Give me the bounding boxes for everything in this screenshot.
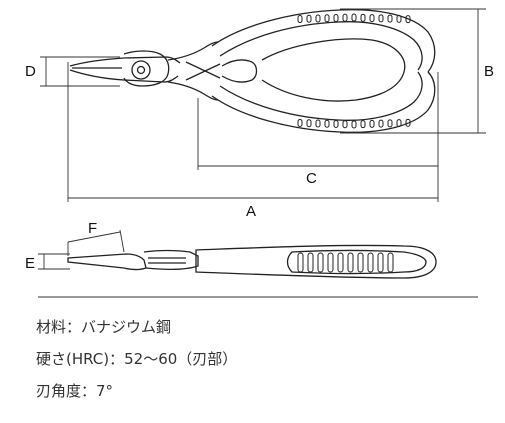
grip-slot-lower bbox=[360, 120, 366, 129]
pliers-side-view bbox=[67, 244, 437, 279]
grip-slot-side bbox=[307, 252, 314, 273]
grip-slot-upper bbox=[297, 15, 303, 24]
grip-slot-side bbox=[377, 252, 384, 273]
grip-slot-lower bbox=[387, 119, 393, 128]
upper-handle-outer bbox=[211, 9, 436, 73]
grip-slot-upper bbox=[324, 14, 330, 23]
grip-slot-lower bbox=[405, 118, 411, 127]
cross-arm-a bbox=[185, 61, 221, 79]
side-head-detail bbox=[148, 257, 186, 264]
grip-slot-lower bbox=[297, 118, 303, 127]
grip-slot-lower bbox=[333, 120, 339, 129]
side-handle-inner bbox=[286, 249, 427, 275]
dim-label-f: F bbox=[88, 220, 97, 237]
jaw-lower bbox=[69, 69, 179, 83]
grip-slot-side bbox=[347, 252, 354, 273]
grip-slot-side bbox=[387, 252, 394, 273]
dim-label-b: B bbox=[484, 63, 494, 80]
grip-slot-upper bbox=[378, 14, 384, 23]
grip-slot-side bbox=[327, 252, 334, 273]
pivot-inner bbox=[136, 65, 146, 75]
pivot-outer bbox=[131, 60, 151, 80]
grip-texture-side bbox=[297, 252, 394, 273]
grip-slot-upper bbox=[369, 14, 375, 23]
head-outline bbox=[123, 50, 170, 87]
dim-label-c: C bbox=[306, 170, 317, 187]
side-handle bbox=[195, 244, 437, 279]
dim-f-line bbox=[67, 231, 121, 243]
side-head bbox=[143, 249, 199, 270]
grip-slot-side bbox=[357, 252, 364, 273]
grip-slot-side bbox=[297, 252, 304, 273]
spec-edge-angle: 刃角度：7° bbox=[36, 382, 114, 400]
grip-slot-side bbox=[367, 252, 374, 273]
handle-opening bbox=[261, 38, 406, 102]
grip-slot-upper bbox=[396, 14, 402, 23]
grip-slot-upper bbox=[351, 13, 357, 22]
grip-slot-lower bbox=[378, 119, 384, 128]
lower-handle-inner bbox=[219, 71, 423, 121]
grip-slot-side bbox=[337, 252, 344, 273]
spec-hardness: 硬さ(HRC)：52〜60（刃部） bbox=[36, 350, 238, 368]
grip-slot-upper bbox=[315, 14, 321, 23]
grip-slot-upper bbox=[405, 15, 411, 24]
dim-label-a: A bbox=[246, 203, 256, 220]
grip-slot-upper bbox=[387, 14, 393, 23]
grip-slot-lower bbox=[306, 119, 312, 128]
dim-label-d: D bbox=[25, 63, 36, 80]
pliers-top-view bbox=[69, 9, 436, 133]
jaw-upper bbox=[69, 56, 181, 67]
upper-handle-inner bbox=[219, 21, 423, 71]
grip-slot-lower bbox=[342, 120, 348, 129]
spring bbox=[221, 59, 258, 83]
lower-handle-outer bbox=[211, 71, 436, 133]
dimension-lines bbox=[38, 8, 486, 298]
grip-slot-upper bbox=[360, 13, 366, 22]
grip-slot-lower bbox=[315, 119, 321, 128]
grip-slot-lower bbox=[369, 119, 375, 128]
grip-slot-lower bbox=[396, 119, 402, 128]
grip-texture-lower bbox=[297, 118, 411, 129]
grip-texture-upper bbox=[297, 13, 411, 24]
grip-slot-upper bbox=[342, 13, 348, 22]
neck-lower bbox=[167, 81, 219, 101]
grip-slot-upper bbox=[333, 13, 339, 22]
grip-slot-lower bbox=[351, 120, 357, 129]
grip-slot-lower bbox=[324, 119, 330, 128]
neck-upper bbox=[167, 41, 219, 61]
dim-label-e: E bbox=[25, 255, 35, 272]
grip-slot-side bbox=[317, 252, 324, 273]
spec-material: 材料：バナジウム鋼 bbox=[36, 318, 172, 336]
grip-slot-upper bbox=[306, 14, 312, 23]
side-jaw bbox=[67, 253, 147, 271]
cross-arm-b bbox=[185, 63, 221, 81]
